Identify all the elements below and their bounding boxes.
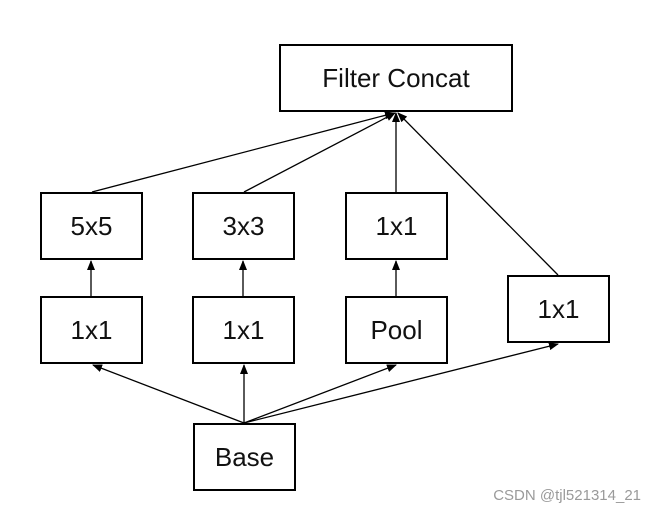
reduce-1x1-for-5x5-label: 1x1 — [70, 315, 113, 345]
arrow-direct-1x1-to-concat — [397, 112, 559, 276]
pool-label: Pool — [370, 315, 423, 345]
reduce-1x1-for-5x5-box: 1x1 — [40, 296, 143, 364]
conv-1x1-after-pool-box: 1x1 — [345, 192, 448, 260]
conv-3x3-label: 3x3 — [222, 211, 265, 241]
arrow-base-to-reduce-5x5 — [92, 364, 245, 424]
conv-1x1-after-pool-label: 1x1 — [375, 211, 418, 241]
arrow-5x5-to-concat — [91, 111, 395, 193]
reduce-1x1-for-3x3-box: 1x1 — [192, 296, 295, 364]
watermark-text: CSDN @tjl521314_21 — [493, 487, 641, 504]
pool-box: Pool — [345, 296, 448, 364]
arrow-base-to-pool — [243, 364, 397, 424]
conv-1x1-direct-box: 1x1 — [507, 275, 610, 343]
conv-5x5-box: 5x5 — [40, 192, 143, 260]
arrow-base-to-direct-1x1 — [243, 342, 559, 424]
arrow-3x3-to-concat — [243, 112, 396, 193]
conv-1x1-direct-label: 1x1 — [537, 294, 580, 324]
reduce-1x1-for-3x3-label: 1x1 — [222, 315, 265, 345]
filter-concat-label: Filter Concat — [322, 63, 470, 93]
base-box: Base — [193, 423, 296, 491]
conv-5x5-label: 5x5 — [70, 211, 113, 241]
base-label: Base — [214, 442, 275, 472]
filter-concat-box: Filter Concat — [279, 44, 513, 112]
conv-3x3-box: 3x3 — [192, 192, 295, 260]
